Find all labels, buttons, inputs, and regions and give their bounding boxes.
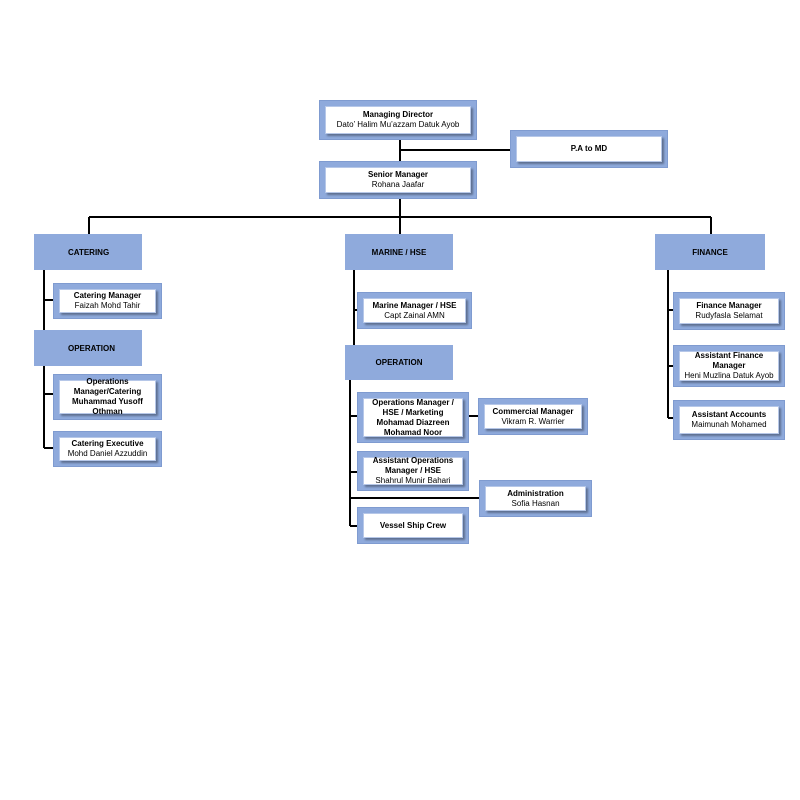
finance-manager-box: Finance Manager Rudyfasla Selamat xyxy=(673,292,785,330)
catering-manager-name: Faizah Mohd Tahir xyxy=(74,301,141,310)
marine-ops-manager-box: Operations Manager / HSE / Marketing Moh… xyxy=(357,392,469,443)
administration-name: Sofia Hasnan xyxy=(511,498,560,508)
pa-to-md-box: P.A to MD xyxy=(510,130,668,168)
catering-manager-title: Catering Manager xyxy=(73,291,142,300)
assistant-operations-manager-name: Shahrul Munir Bahari xyxy=(375,476,451,485)
catering-ops-manager-name: Muhammad Yusoff Othman xyxy=(72,397,143,416)
marine-department: MARINE / HSE xyxy=(345,234,453,270)
marine-operation-label: OPERATION xyxy=(375,358,423,367)
assistant-accounts-name: Maimunah Mohamed xyxy=(691,420,767,429)
finance-label: FINANCE xyxy=(692,247,728,257)
finance-department: FINANCE xyxy=(655,234,765,270)
assistant-operations-manager-title: Assistant Operations Manager / HSE xyxy=(372,456,454,475)
marine-ops-manager-name: Mohamad Diazreen Mohamad Noor xyxy=(376,417,450,437)
managing-director-box: Managing Director Dato’ Halim Mu’azzam D… xyxy=(319,100,477,140)
catering-ops-manager-title: Operations Manager/Catering xyxy=(73,377,142,396)
administration-title: Administration xyxy=(507,488,564,498)
vessel-ship-crew-title: Vessel Ship Crew xyxy=(379,520,447,530)
assistant-accounts-box: Assistant Accounts Maimunah Mohamed xyxy=(673,400,785,440)
commercial-manager-name: Vikram R. Warrier xyxy=(501,416,565,426)
catering-operation-label: OPERATION xyxy=(68,343,115,353)
finance-manager-name: Rudyfasla Selamat xyxy=(695,311,763,320)
senior-manager-box: Senior Manager Rohana Jaafar xyxy=(319,161,477,199)
catering-label: CATERING xyxy=(68,247,110,257)
finance-manager-title: Finance Manager xyxy=(696,301,762,310)
catering-executive-box: Catering Executive Mohd Daniel Azzuddin xyxy=(53,431,162,467)
senior-manager-name: Rohana Jaafar xyxy=(371,180,425,189)
pa-to-md-title: P.A to MD xyxy=(570,144,608,153)
administration-box: Administration Sofia Hasnan xyxy=(479,480,592,517)
vessel-ship-crew-box: Vessel Ship Crew xyxy=(357,507,469,544)
catering-manager-box: Catering Manager Faizah Mohd Tahir xyxy=(53,283,162,319)
marine-label: MARINE / HSE xyxy=(371,247,427,257)
catering-executive-title: Catering Executive xyxy=(71,439,144,448)
senior-manager-title: Senior Manager xyxy=(367,170,428,179)
marine-operation-department: OPERATION xyxy=(345,345,453,380)
marine-manager-name: Capt Zainal AMN xyxy=(384,310,445,320)
managing-director-title: Managing Director xyxy=(362,110,434,119)
marine-ops-manager-title: Operations Manager / HSE / Marketing xyxy=(372,397,454,417)
commercial-manager-title: Commercial Manager xyxy=(492,406,574,416)
assistant-finance-manager-title: Assistant Finance Manager xyxy=(694,351,764,370)
marine-manager-box: Marine Manager / HSE Capt Zainal AMN xyxy=(357,292,472,329)
catering-department: CATERING xyxy=(34,234,142,270)
commercial-manager-box: Commercial Manager Vikram R. Warrier xyxy=(478,398,588,435)
assistant-finance-manager-box: Assistant Finance Manager Heni Muzlina D… xyxy=(673,345,785,387)
marine-manager-title: Marine Manager / HSE xyxy=(372,300,457,310)
catering-ops-manager-box: Operations Manager/Catering Muhammad Yus… xyxy=(53,374,162,420)
assistant-finance-manager-name: Heni Muzlina Datuk Ayob xyxy=(684,371,774,380)
assistant-accounts-title: Assistant Accounts xyxy=(691,410,767,419)
catering-operation-department: OPERATION xyxy=(34,330,142,366)
managing-director-name: Dato’ Halim Mu’azzam Datuk Ayob xyxy=(336,120,460,129)
assistant-operations-manager-box: Assistant Operations Manager / HSE Shahr… xyxy=(357,451,469,491)
catering-executive-name: Mohd Daniel Azzuddin xyxy=(67,449,148,458)
